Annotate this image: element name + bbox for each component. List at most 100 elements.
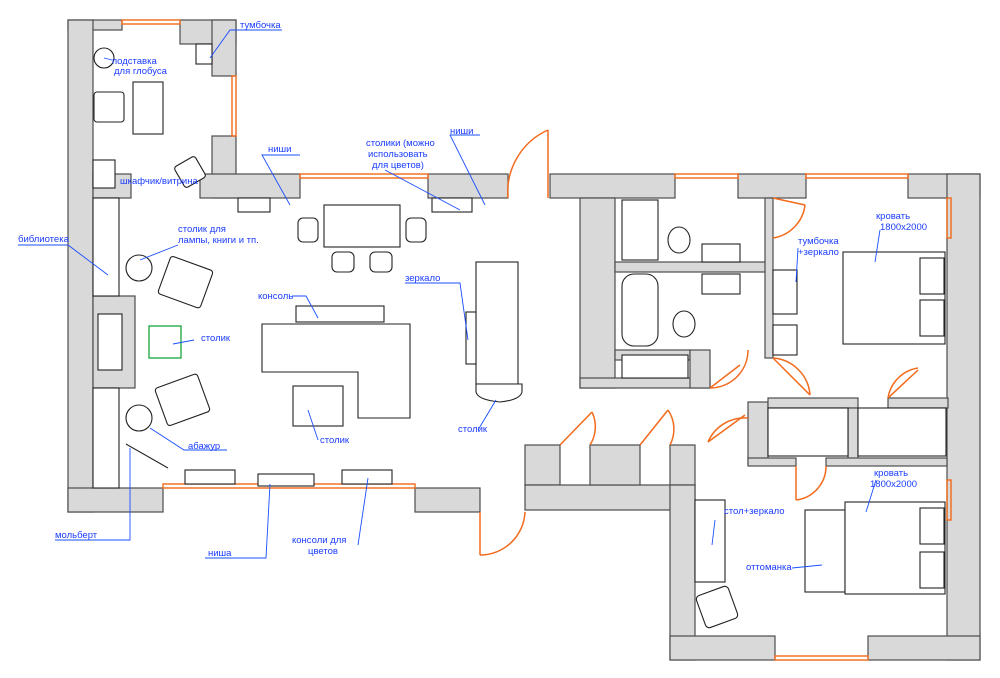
- wall-segment: [211, 19, 237, 77]
- label-bed1-1: кровать: [876, 211, 910, 222]
- wall-segment: [589, 444, 641, 486]
- mirror: [465, 311, 477, 365]
- sink: [701, 243, 741, 263]
- wall-segment: [767, 397, 859, 409]
- armchair: [157, 255, 214, 309]
- toilet: [667, 226, 691, 254]
- label-consoles-1: консоли для: [292, 535, 346, 546]
- corner-sofa: [261, 323, 411, 419]
- sink: [701, 273, 741, 295]
- label-desk-mirror: стол+зеркало: [724, 506, 785, 517]
- label-table-right: столик: [458, 424, 488, 435]
- label-tables-1: столики (можно: [366, 138, 435, 149]
- chair: [331, 251, 355, 273]
- label-lampshade: абажур: [188, 441, 220, 452]
- wall-segment: [747, 401, 769, 465]
- chair: [297, 217, 319, 243]
- coffee-table: [292, 385, 344, 427]
- label-lamp-table-2: лампы, книги и тп.: [178, 235, 259, 246]
- desk: [694, 499, 726, 583]
- pillow: [919, 551, 945, 589]
- wall-segment: [67, 487, 164, 513]
- chair: [369, 251, 393, 273]
- firebox: [97, 313, 123, 371]
- ottoman: [804, 509, 846, 593]
- label-coffee-table: столик: [320, 435, 350, 446]
- label-small-table: столик: [201, 333, 231, 344]
- column: [475, 261, 519, 385]
- pillow: [919, 299, 945, 337]
- wall-segment: [847, 407, 859, 461]
- wall-segment: [887, 397, 949, 409]
- wardrobe: [857, 407, 947, 457]
- wall-segment: [414, 487, 481, 513]
- label-ottoman: оттоманка: [746, 562, 792, 573]
- label-library: библиотека: [18, 234, 70, 245]
- wall-segment: [199, 173, 301, 199]
- wall-segment: [867, 635, 981, 661]
- chair: [772, 324, 798, 356]
- wall-segment: [825, 457, 948, 467]
- label-tables-3: для цветов): [372, 160, 424, 171]
- cabinet: [621, 354, 689, 379]
- wall-segment: [669, 444, 696, 486]
- green-table: [148, 325, 182, 359]
- flower-console: [184, 469, 236, 485]
- label-consoles-2: цветов: [308, 546, 338, 557]
- wall-segment: [764, 197, 774, 359]
- nightstand: [195, 43, 213, 65]
- wall-segment: [689, 349, 711, 389]
- wall-segment: [579, 197, 616, 389]
- label-lamp-table-1: столик для: [178, 224, 226, 235]
- niche: [257, 473, 315, 487]
- side-table: [125, 404, 153, 432]
- armchair: [154, 373, 211, 427]
- label-nightstand-mirror-2: +зеркало: [798, 247, 839, 258]
- toilet: [672, 310, 696, 338]
- wall-segment: [614, 261, 771, 273]
- label-cabinet: шкафчик/витрина: [120, 176, 198, 187]
- pillow: [919, 257, 945, 295]
- label-nightstand-mirror-1: тумбочка: [798, 236, 839, 247]
- chair: [695, 585, 739, 629]
- label-niche: ниша: [208, 548, 232, 559]
- wall-right-outer: [946, 173, 981, 661]
- label-console: консоль: [258, 291, 293, 302]
- round-table: [475, 383, 523, 403]
- wall-segment: [524, 444, 561, 486]
- cabinet: [92, 159, 116, 189]
- labels: тумбочка подставка для глобуса шкафчик/в…: [18, 20, 927, 573]
- niche-table: [237, 197, 271, 213]
- easel: [125, 443, 169, 469]
- label-tables-2: использовать: [368, 149, 428, 160]
- furniture: [92, 43, 947, 629]
- library-shelf: [92, 387, 120, 489]
- wall-segment: [747, 457, 797, 467]
- label-bed2-1: кровать: [874, 468, 908, 479]
- wardrobe: [767, 407, 849, 457]
- dining-table: [323, 204, 401, 248]
- label-mirror: зеркало: [405, 273, 440, 284]
- wall-left-outer: [67, 19, 94, 513]
- label-niches-right: ниши: [450, 126, 473, 137]
- pillow: [919, 507, 945, 545]
- chair: [174, 156, 206, 188]
- leaders: [18, 29, 881, 569]
- library-shelf: [92, 197, 120, 297]
- console-table: [295, 305, 385, 323]
- wall-segment: [669, 635, 776, 661]
- chair: [405, 217, 427, 243]
- label-niches-left: ниши: [268, 144, 291, 155]
- bathtub: [621, 273, 659, 347]
- wall-segment: [737, 173, 807, 199]
- niche-table: [431, 197, 473, 213]
- wall-segment: [669, 484, 696, 661]
- armchair: [93, 91, 125, 123]
- label-globe-stand-2: для глобуса: [114, 66, 168, 77]
- wall-segment: [549, 173, 676, 199]
- label-bed1-2: 1800x2000: [880, 222, 927, 233]
- desk: [132, 81, 164, 135]
- label-tumbochka: тумбочка: [240, 20, 281, 31]
- doors: [479, 129, 919, 556]
